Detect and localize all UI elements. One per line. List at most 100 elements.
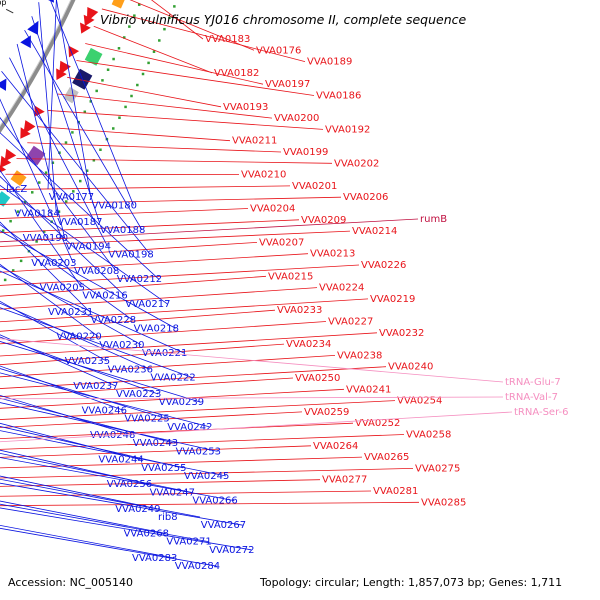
rna-label: tRNA-Val-7 bbox=[505, 392, 558, 403]
leader-line bbox=[16, 158, 333, 164]
forward-gene-label: VVA0199 bbox=[283, 147, 328, 158]
reverse-gene-label: VVA0230 bbox=[99, 340, 144, 351]
feature-block bbox=[0, 191, 11, 207]
forward-gene-label: VVA0206 bbox=[343, 192, 388, 203]
rna-label: tRNA-Glu-7 bbox=[505, 377, 561, 388]
forward-gene-arrow bbox=[0, 165, 7, 173]
leader-line bbox=[9, 57, 108, 247]
reverse-gene-arrow bbox=[48, 0, 54, 3]
grid-dot bbox=[9, 219, 12, 223]
grid-dot bbox=[42, 230, 46, 233]
leader-line bbox=[85, 43, 264, 85]
rna-label: rumB bbox=[420, 214, 447, 225]
forward-gene-label: VVA0207 bbox=[259, 237, 304, 248]
forward-gene-label: VVA0209 bbox=[301, 215, 346, 226]
forward-gene-label: VVA0252 bbox=[355, 418, 400, 429]
leader-line bbox=[24, 29, 143, 231]
reverse-gene-label: VVA0184 bbox=[14, 209, 59, 220]
grid-dot bbox=[95, 89, 98, 93]
leader-line bbox=[0, 452, 192, 493]
grid-dot bbox=[19, 259, 23, 263]
leader-line bbox=[0, 175, 125, 296]
reverse-gene-label: VVA0190 bbox=[23, 233, 68, 244]
forward-gene-label: VVA0241 bbox=[346, 384, 391, 395]
leader-line bbox=[0, 449, 149, 485]
leader-line bbox=[0, 434, 405, 450]
tick-label: 200 kbp bbox=[0, 0, 7, 7]
forward-gene-label: VVA0215 bbox=[268, 271, 313, 282]
backbone-arc bbox=[0, 0, 76, 134]
leader-line bbox=[0, 341, 201, 403]
leader-line bbox=[0, 422, 141, 460]
reverse-gene-label: VVA0247 bbox=[150, 487, 195, 498]
reverse-gene-label: VVA0187 bbox=[57, 217, 102, 228]
backbone-highlight bbox=[0, 0, 72, 127]
reverse-gene-label: VVA0272 bbox=[209, 545, 254, 556]
forward-gene-label: VVA0214 bbox=[352, 226, 397, 237]
forward-gene-label: VVA0200 bbox=[274, 113, 319, 124]
forward-gene-label: VVA0226 bbox=[361, 260, 406, 271]
forward-gene-arrow bbox=[83, 14, 95, 27]
leader-line bbox=[0, 343, 285, 366]
reverse-gene-label: VVA0228 bbox=[91, 315, 136, 326]
grid-dot bbox=[163, 27, 166, 31]
reverse-gene-label: VVA0198 bbox=[108, 250, 153, 261]
leader-line bbox=[27, 142, 282, 153]
forward-gene-label: VVA0258 bbox=[406, 430, 451, 441]
reverse-gene-label: VVA0194 bbox=[66, 241, 111, 252]
leader-line bbox=[47, 110, 324, 130]
reverse-gene-label: VVA0236 bbox=[108, 364, 153, 375]
leader-line bbox=[0, 334, 116, 387]
leader-line bbox=[0, 411, 513, 443]
reverse-gene-label: VVA0246 bbox=[82, 405, 127, 416]
leader-line bbox=[0, 377, 294, 398]
leader-line bbox=[0, 355, 336, 378]
reverse-gene-arrow bbox=[0, 78, 7, 91]
grid-dot bbox=[57, 210, 61, 213]
leader-line bbox=[0, 208, 249, 219]
leader-line bbox=[0, 307, 193, 378]
forward-gene-label: VVA0201 bbox=[292, 181, 337, 192]
leader-line bbox=[16, 43, 66, 239]
grid-dot bbox=[99, 148, 102, 152]
forward-gene-label: VVA0250 bbox=[295, 373, 340, 384]
leader-line bbox=[0, 132, 160, 280]
forward-gene-arrow bbox=[0, 155, 12, 169]
leader-line bbox=[0, 366, 387, 389]
leader-line bbox=[0, 169, 82, 288]
grid-dot bbox=[124, 105, 127, 109]
reverse-gene-label: VVA0239 bbox=[159, 397, 204, 408]
leader-line bbox=[0, 117, 117, 272]
forward-gene-label: VVA0202 bbox=[334, 158, 379, 169]
grid-dot bbox=[128, 25, 131, 28]
reverse-gene-label: VVA0177 bbox=[49, 192, 94, 203]
map-title: Vibrio vulnificus YJ016 chromosome II, c… bbox=[100, 12, 467, 27]
reverse-gene-label: VVA0256 bbox=[107, 479, 152, 490]
forward-gene-label: VVA0259 bbox=[304, 407, 349, 418]
reverse-gene-label: VVA0220 bbox=[56, 332, 101, 343]
tick-mark bbox=[5, 8, 14, 14]
grid-dot bbox=[133, 14, 136, 17]
reverse-gene-label: VVA0231 bbox=[48, 307, 93, 318]
reverse-gene-label: lacZ bbox=[6, 184, 27, 195]
reverse-gene-label: VVA0221 bbox=[142, 348, 187, 359]
grid-dot bbox=[11, 269, 15, 272]
grid-dot bbox=[85, 169, 89, 172]
leader-line bbox=[0, 524, 175, 559]
topology-text: Topology: circular; Length: 1,857,073 bp… bbox=[259, 576, 562, 589]
reverse-gene-label: VVA0188 bbox=[100, 225, 145, 236]
reverse-gene-label: VVA0267 bbox=[201, 520, 246, 531]
reverse-gene-label: VVA0216 bbox=[82, 291, 127, 302]
forward-gene-label: VVA0186 bbox=[316, 91, 361, 102]
reverse-gene-label: VVA0245 bbox=[184, 471, 229, 482]
leader-line bbox=[0, 298, 369, 323]
forward-gene-label: VVA0232 bbox=[379, 328, 424, 339]
grid-dot bbox=[83, 110, 87, 114]
leader-line bbox=[0, 479, 321, 487]
leader-line bbox=[0, 338, 504, 383]
reverse-gene-label: VVA0225 bbox=[124, 414, 169, 425]
forward-gene-label: VVA0182 bbox=[214, 68, 259, 79]
leader-line bbox=[0, 270, 185, 354]
leader-line bbox=[0, 411, 303, 428]
grid-dot bbox=[122, 36, 126, 39]
